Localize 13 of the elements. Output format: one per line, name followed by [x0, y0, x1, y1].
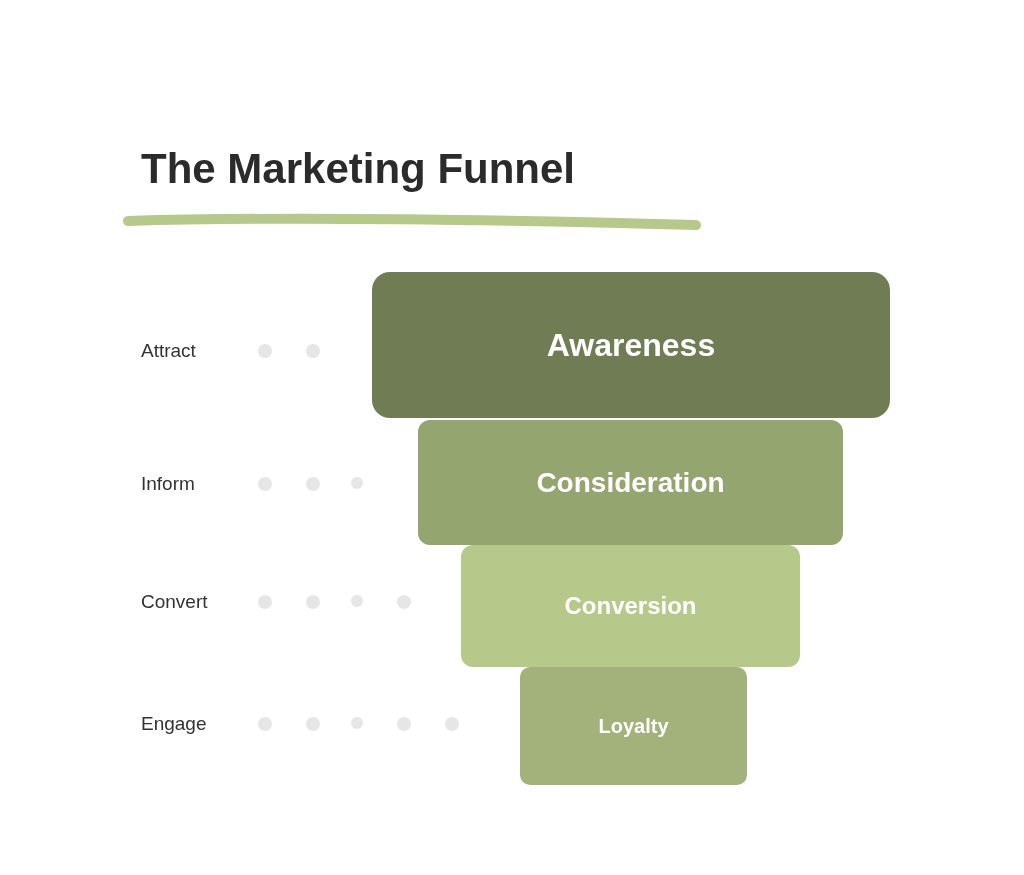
step-label: Engage: [141, 714, 207, 733]
step-label: Inform: [141, 474, 195, 493]
step-label: Convert: [141, 592, 208, 611]
stage-label: Conversion: [564, 591, 697, 621]
funnel-stage: [520, 667, 747, 785]
funnel-stage: [418, 420, 843, 545]
stage-label: Consideration: [536, 465, 725, 500]
funnel-stage: [372, 272, 890, 418]
stage-label: Loyalty: [598, 714, 669, 739]
title: The Marketing Funnel: [141, 148, 576, 190]
stage-label: Awareness: [546, 326, 716, 365]
funnel-stage: [461, 545, 800, 667]
step-label: Attract: [141, 341, 196, 360]
